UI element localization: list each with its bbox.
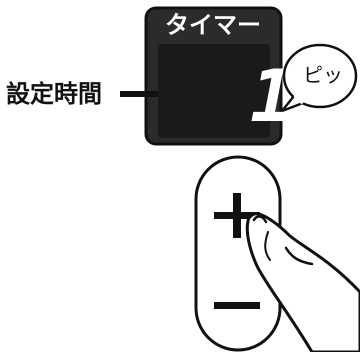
- timer-digit: 1: [250, 54, 294, 138]
- beep-text: ピッ: [303, 63, 343, 87]
- minus-button[interactable]: [214, 302, 260, 309]
- plus-button[interactable]: [214, 193, 260, 238]
- timer-label: タイマー: [165, 11, 261, 39]
- timer-display: [158, 44, 270, 138]
- beep-bubble: [280, 43, 358, 113]
- setting-time-label: 設定時間: [6, 80, 102, 108]
- pointing-finger-icon: [245, 212, 360, 352]
